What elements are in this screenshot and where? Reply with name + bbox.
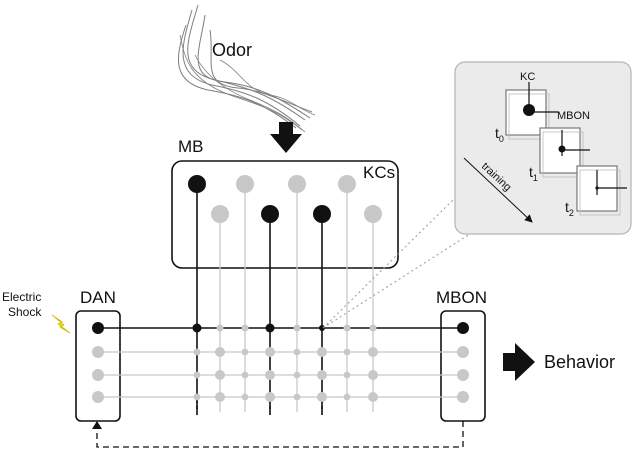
kc-soma: [261, 205, 279, 223]
synapse-dot: [265, 370, 275, 380]
feedback-arrowhead: [92, 421, 102, 429]
synapse-dot: [265, 347, 275, 357]
electric-label: Electric: [2, 290, 41, 304]
synapse-dot: [193, 393, 201, 401]
odor-down-arrow: [270, 122, 302, 153]
kc-soma: [236, 175, 254, 193]
synapse-dot: [293, 348, 301, 356]
training-inset: KC MBON t0 t1 t2 training: [454, 61, 632, 235]
kc-soma: [338, 175, 356, 193]
synapse-dot: [192, 323, 202, 333]
synapse-dot: [293, 324, 301, 332]
inset-kc-soma-t2: [595, 186, 599, 190]
synapse-dot: [265, 392, 275, 402]
inset-kc-soma-t1: [558, 145, 566, 153]
lightning-icon: [51, 314, 71, 334]
mbon-soma: [457, 322, 469, 334]
t1-label: t1: [529, 164, 538, 183]
odor-label: Odor: [212, 40, 252, 60]
synapse-dot: [216, 324, 224, 332]
zoom-line-top: [322, 197, 456, 329]
kc-neurons: [188, 175, 382, 416]
t2-label: t2: [565, 199, 574, 218]
synapse-dot: [343, 348, 351, 356]
training-arrow: [463, 157, 533, 223]
synapse-dot: [265, 323, 275, 333]
mbon-soma: [457, 391, 469, 403]
synapse-dot: [215, 392, 225, 402]
kc-soma: [188, 175, 206, 193]
synapse-dot: [241, 371, 249, 379]
dan-box: [75, 310, 121, 422]
dan-soma: [92, 369, 104, 381]
synapse-dot: [317, 347, 327, 357]
synapse-dot: [368, 347, 378, 357]
synapse-dot: [193, 348, 201, 356]
synapse-dot: [317, 370, 327, 380]
zoom-line-bottom: [322, 229, 477, 329]
kc-soma: [313, 205, 331, 223]
t0-label: t0: [495, 125, 504, 144]
shock-label: Shock: [8, 305, 42, 319]
synapse-dot: [343, 371, 351, 379]
synapse-dot: [293, 393, 301, 401]
kc-soma: [211, 205, 229, 223]
dan-soma: [92, 391, 104, 403]
synapse-dot: [343, 393, 351, 401]
synapse-dot: [193, 371, 201, 379]
synapse-dot: [368, 370, 378, 380]
synapse-dot: [215, 347, 225, 357]
synapse-dot: [215, 370, 225, 380]
dan-soma: [92, 322, 104, 334]
synapse-dot: [369, 324, 377, 332]
odor-smoke-icon: [177, 4, 316, 133]
mb-label: MB: [178, 137, 204, 156]
synapse-dot: [241, 348, 249, 356]
kc-soma: [288, 175, 306, 193]
inset-mbon-label: MBON: [557, 110, 590, 122]
dan-label: DAN: [80, 288, 116, 307]
mbon-label: MBON: [436, 288, 487, 307]
inset-kc-soma-t0: [523, 104, 535, 116]
kc-soma: [364, 205, 382, 223]
synapse-dot: [293, 371, 301, 379]
mbon-soma: [457, 369, 469, 381]
synapse-dot: [319, 325, 325, 331]
kcs-label: KCs: [363, 163, 395, 182]
behavior-arrow: [503, 343, 535, 381]
dan-soma: [92, 346, 104, 358]
behavior-label: Behavior: [544, 352, 615, 372]
synapse-dot: [317, 392, 327, 402]
mbon-soma: [457, 346, 469, 358]
synapse-grid: [92, 322, 469, 403]
synapse-dot: [368, 392, 378, 402]
synapse-dot: [343, 324, 351, 332]
synapse-dot: [241, 324, 249, 332]
inset-kc-label: KC: [520, 71, 535, 83]
synapse-dot: [241, 393, 249, 401]
feedback-loop: [96, 421, 464, 448]
kc-box: [171, 160, 399, 269]
